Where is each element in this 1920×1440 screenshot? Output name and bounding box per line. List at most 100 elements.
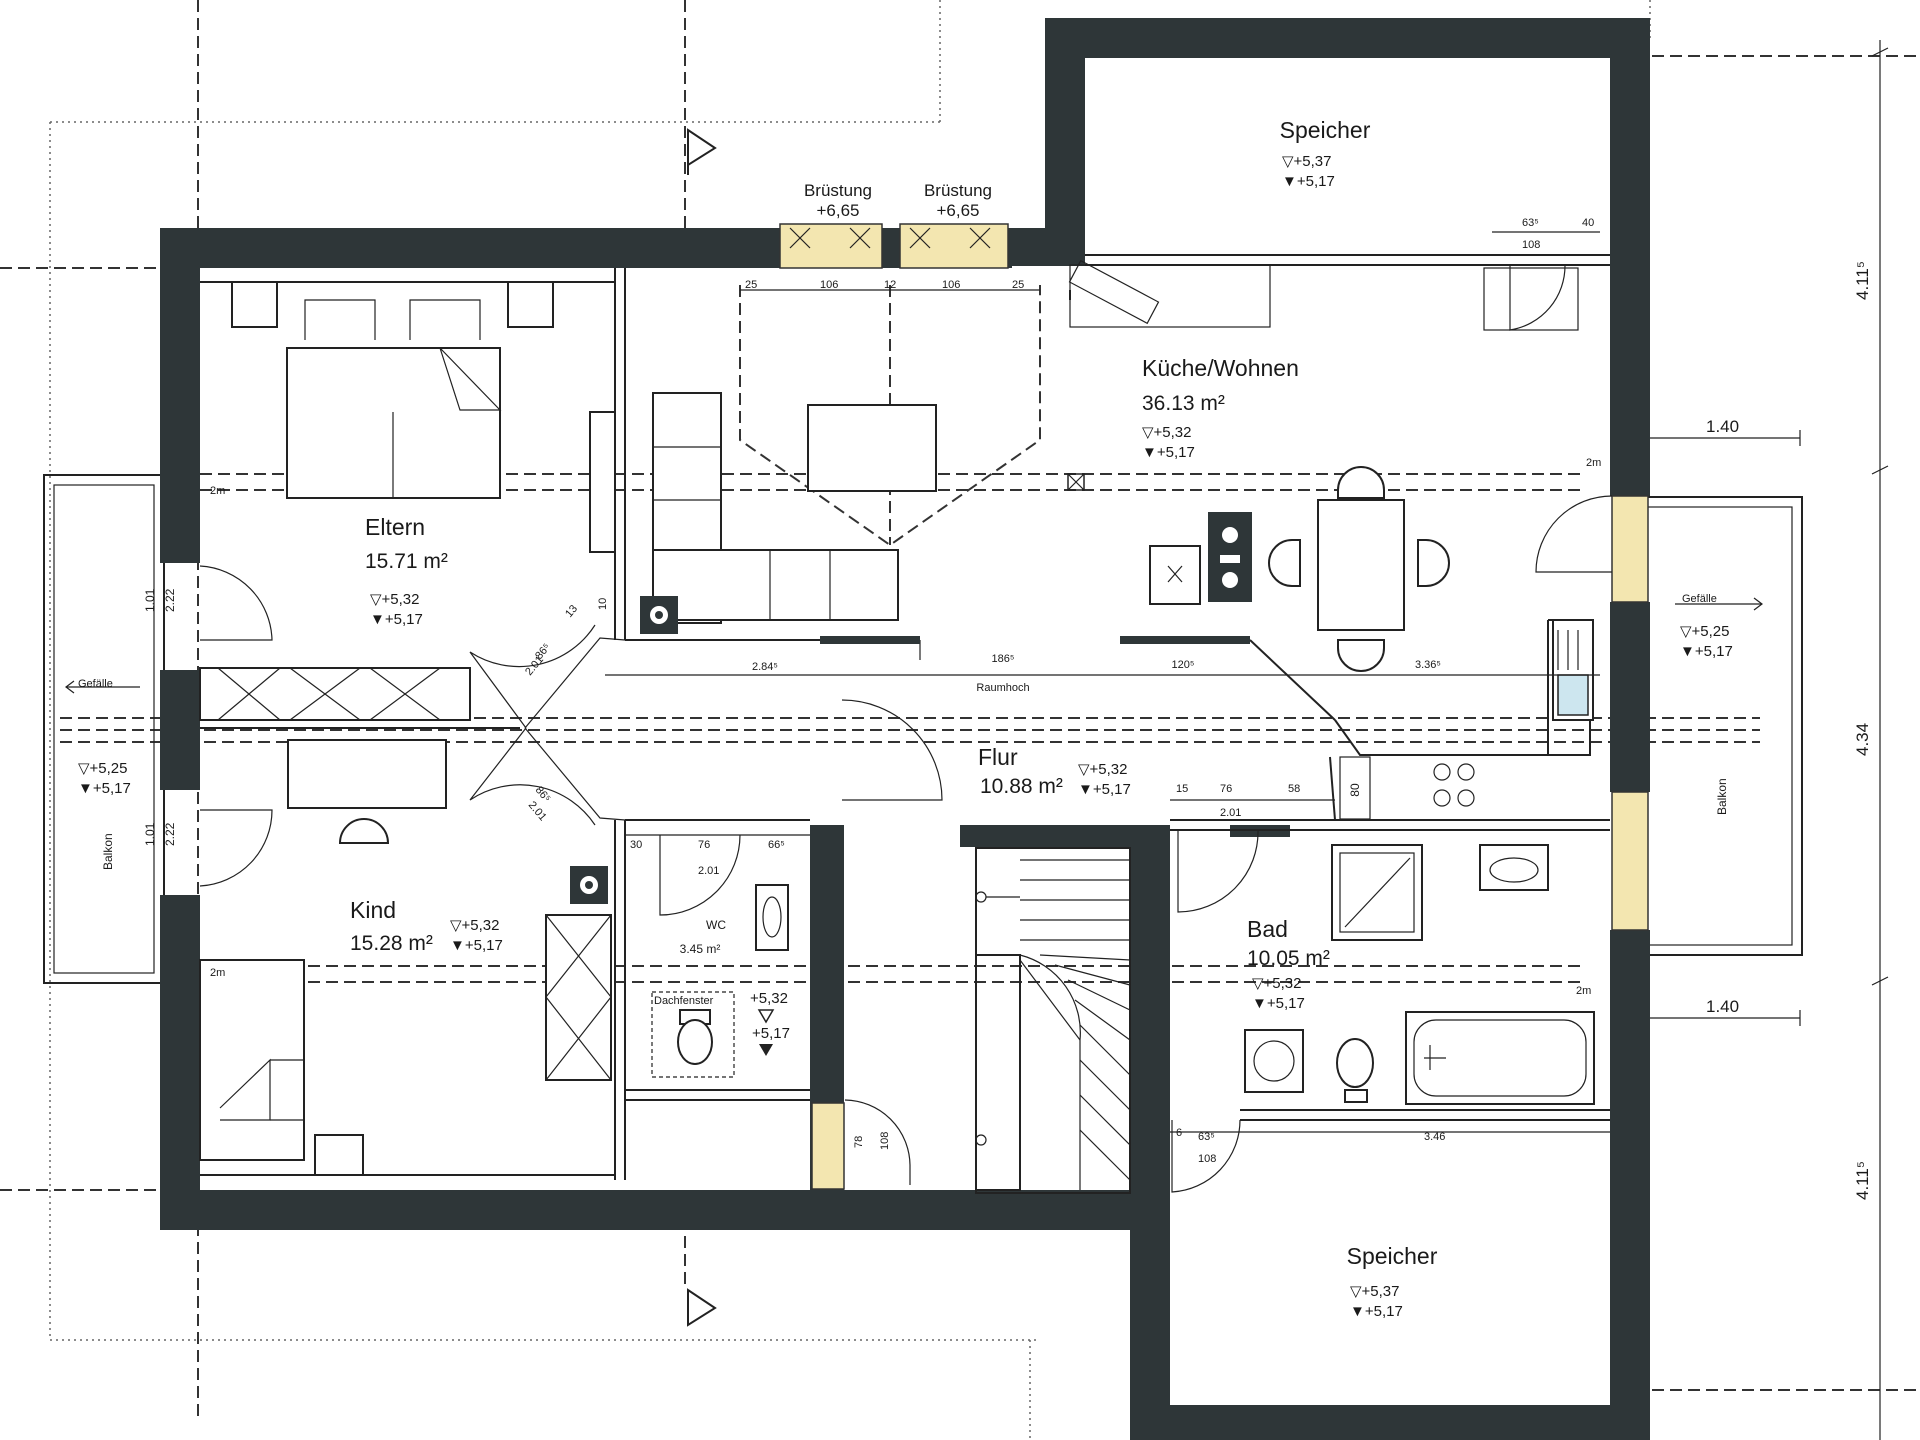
window-bruestung-1 [779,223,883,269]
dim-108-bot: 108 [1198,1153,1216,1165]
two-m-label: 2m [1586,457,1601,469]
coffee-table [807,404,937,492]
bad-toilet [1336,1038,1374,1088]
two-m-label: 2m [210,967,225,979]
staircase [975,847,1131,1194]
balcony-right-labels: Gefälle ▽+5,25 ▼+5,17 Balkon 2m 2m [1576,457,1763,997]
level-bottom: ▼+5,17 [1078,781,1131,798]
dim-222-top: 2.22 [163,588,177,612]
window-bruestung-2 [899,223,1009,269]
nightstand [507,281,554,328]
level-top: ▽+5,32 [1142,424,1192,441]
level-top: +5,32 [750,990,788,1007]
toilet [677,1019,713,1065]
room-name: Eltern [365,514,425,540]
level-top: ▽+5,32 [1252,975,1302,992]
dimension-chain-right: 4.11⁵ 4.34 4.11⁵ 1.40 1.40 [1650,40,1889,1440]
room-flur: Flur 10.88 m² ▽+5,32 ▼+5,17 2.84⁵ 186⁵ R… [605,636,1600,1185]
balcony-right [1639,496,1803,956]
room-name: Balkon [101,833,115,870]
room-name: Flur [978,744,1018,770]
room-wc: 30 76 66⁵ 2.01 WC 3.45 m² Dachfenster +5… [625,834,810,1078]
toy-box [314,1134,364,1176]
dim-201-wc: 2.01 [698,865,719,877]
room-bad: Bad 10.05 m² ▽+5,32 ▼+5,17 [1177,829,1595,1105]
dim-140-bot: 1.40 [1706,997,1739,1016]
bruestung-labels: Brüstung +6,65 Brüstung +6,65 25 106 12 … [740,181,1600,291]
slope-label-right: Gefälle [1682,593,1717,605]
level-bottom: ▼+5,17 [78,780,131,797]
desk-chair [338,818,390,844]
dim-434: 4.34 [1853,723,1872,756]
washing-machine [1244,1029,1304,1093]
room-name: Speicher [1280,117,1371,143]
chair [1337,466,1385,499]
room-area: 36.13 m² [1142,392,1225,415]
level-bottom: ▼+5,17 [370,611,423,628]
slope-label-left: Gefälle [78,678,113,690]
dim-411-top: 4.11⁵ [1853,261,1872,300]
dim-6: 6 [1176,1127,1182,1139]
dim-76: 76 [1220,783,1232,795]
room-eltern: Eltern 15.71 m² ▽+5,32 ▼+5,17 [199,281,616,721]
level-bottom: +5,17 [752,1025,790,1042]
room-speicher-bottom: 6 63⁵ 108 3.46 Speicher ▽+5,37 ▼+5,17 [1170,1119,1610,1320]
level-bottom: ▼+5,17 [1680,643,1733,660]
wardrobe [199,667,471,721]
roof-window-label: Dachfenster [654,995,714,1007]
dim-186: 186⁵ [992,653,1015,665]
desk [287,739,447,809]
dresser [589,411,616,553]
dim-10: 10 [597,598,609,610]
room-name: Kind [350,897,396,923]
windows [779,223,1649,1190]
level-top: ▽+5,37 [1350,1283,1400,1300]
level-bottom: ▼+5,17 [1142,444,1195,461]
dim-25-a: 25 [745,279,757,291]
level-bottom: ▼+5,17 [1252,995,1305,1012]
two-m-label: 2m [1576,985,1591,997]
cabinet [1149,545,1201,605]
room-name: WC [706,918,726,932]
room-name: Küche/Wohnen [1142,355,1299,381]
level-bottom: ▼+5,17 [1282,173,1335,190]
balcony-left-labels: Gefälle ▽+5,25 ▼+5,17 Balkon 1.01 2.22 1… [65,485,225,979]
room-kind: Kind 15.28 m² ▽+5,32 ▼+5,17 [199,739,612,1176]
dim-346: 3.46 [1424,1131,1445,1143]
dim-101-bot: 1.01 [143,822,157,846]
dim-106-a: 106 [820,279,838,291]
level-bottom: ▼+5,17 [450,937,503,954]
dim-63-top: 63⁵ [1522,217,1539,229]
bruestung-level-1: +6,65 [816,201,859,220]
dim-140-top: 1.40 [1706,417,1739,436]
dim-25-b: 25 [1012,279,1024,291]
room-area: 3.45 m² [680,942,721,956]
dim-108: 108 [879,1132,891,1150]
room-area: 10.05 m² [1247,947,1330,970]
dim-80: 80 [1348,783,1362,797]
level-top: ▽+5,32 [1078,761,1128,778]
room-name: Bad [1247,916,1288,942]
dim-30: 30 [630,839,642,851]
dim-120: 120⁵ [1172,659,1195,671]
shelf [545,914,612,1081]
dim-12: 12 [884,279,896,291]
dim-66: 66⁵ [768,839,785,851]
level-top: ▽+5,25 [78,760,128,777]
dim-222-bot: 2.22 [163,822,177,846]
room-name: Balkon [1715,778,1729,815]
dim-411-bot: 4.11⁵ [1853,1161,1872,1200]
chair [1417,539,1450,587]
room-area: 10.88 m² [980,775,1063,798]
level-top: ▽+5,32 [370,591,420,608]
room-area: 15.71 m² [365,550,448,573]
dim-78: 78 [853,1136,865,1148]
level-top: ▽+5,25 [1680,623,1730,640]
cooktop [1433,763,1475,807]
dim-40: 40 [1582,217,1594,229]
room-speicher-top: Speicher ▽+5,37 ▼+5,17 [1280,117,1371,190]
dim-108-top: 108 [1522,239,1540,251]
chair [1337,639,1385,672]
room-area: 15.28 m² [350,932,433,955]
